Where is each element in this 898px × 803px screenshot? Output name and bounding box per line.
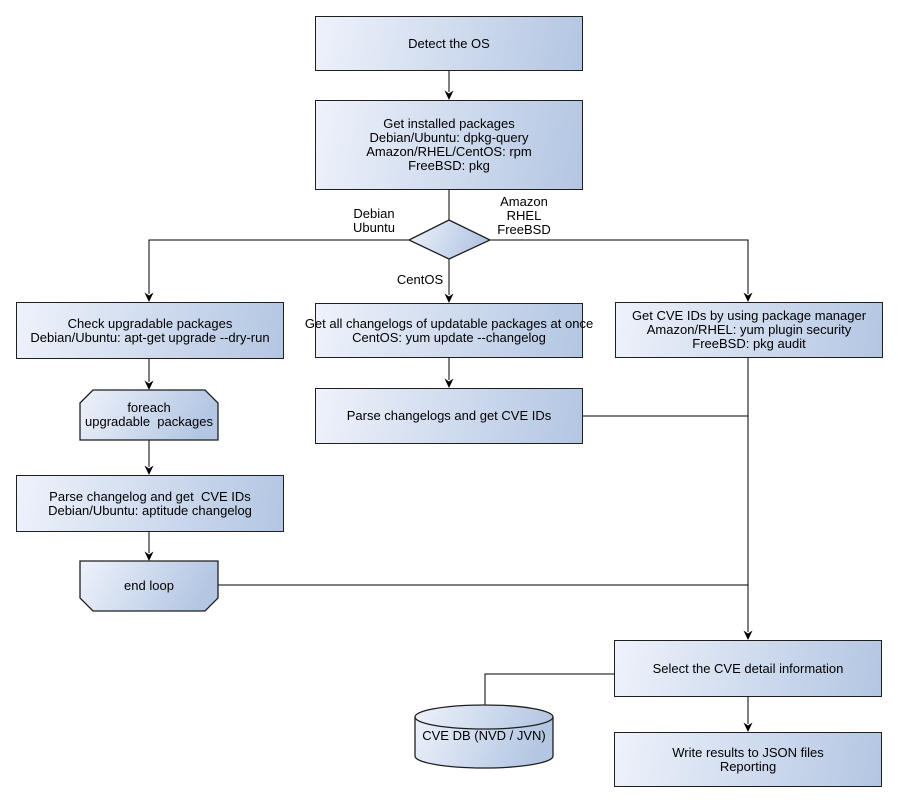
text-line: CVE DB (NVD / JVN)	[422, 727, 546, 743]
database-cylinder	[414, 704, 554, 769]
text-line: Amazon/RHEL: yum plugin security	[646, 322, 852, 337]
text-line: Amazon/RHEL/CentOS: rpm	[366, 144, 532, 159]
text-line: Get all changelogs of updatable packages…	[304, 315, 594, 331]
edge-label-centos: CentOS	[394, 273, 446, 287]
text-line: upgradable packages	[85, 414, 213, 429]
node-text: Parse changelogs and get CVE IDs	[347, 409, 552, 423]
arrowhead-into-parse-left	[144, 465, 154, 475]
loop-end-shape	[79, 560, 219, 612]
arrowhead-into-check-upgradable	[144, 292, 154, 302]
text-line: Detect the OS	[408, 35, 490, 51]
node-get-all-changelogs: Get all changelogs of updatable packages…	[305, 303, 593, 358]
connector-decision-to-check-upgradable	[148, 239, 409, 294]
text-line: Debian/Ubuntu: apt-get upgrade --dry-run	[30, 329, 270, 345]
arrowhead-into-get-cve-ids	[743, 292, 753, 302]
decision-diamond	[407, 219, 492, 260]
node-select-cve-detail: Select the CVE detail information	[614, 640, 882, 697]
connector-decision-to-get-cve-ids	[490, 239, 749, 294]
arrowhead-into-parse-mid	[444, 378, 454, 388]
text-line: Write results to JSON files	[672, 744, 824, 760]
node-detect-os: Detect the OS	[315, 16, 583, 71]
node-text: Select the CVE detail information	[652, 660, 844, 676]
text-line: CentOS	[396, 272, 444, 287]
database-cylinder-rim	[414, 716, 554, 730]
text-line: Select the CVE detail information	[652, 660, 844, 676]
arrowhead-into-endloop	[144, 551, 154, 561]
text-line: Reporting	[719, 758, 777, 774]
text-line: Amazon	[500, 194, 548, 209]
node-text: CVE DB (NVD / JVN)	[422, 727, 546, 743]
node-text: Get all changelogs of updatable packages…	[304, 315, 594, 345]
text-line: foreach	[127, 400, 171, 415]
arrowhead-into-write	[743, 722, 753, 732]
text-line: Debian/Ubuntu: dpkg-query	[369, 130, 529, 145]
arrowhead-into-installed	[444, 90, 454, 100]
node-text: end loop	[124, 579, 174, 593]
text-line: Ubuntu	[353, 220, 395, 235]
text-line: CentOS: yum update --changelog	[352, 329, 546, 345]
text-line: Debian	[353, 206, 395, 221]
node-end-loop: end loop	[80, 561, 218, 611]
text-line: FreeBSD: pkg audit	[692, 336, 806, 351]
text-line: Debian/Ubuntu: aptitude changelog	[48, 502, 252, 518]
arrowhead-into-get-changelogs	[444, 293, 454, 303]
node-text: Detect the OS	[408, 35, 490, 51]
text-line: Parse changelog and get CVE IDs	[49, 488, 251, 504]
text-line: Get installed packages	[383, 116, 515, 131]
node-cve-db: CVE DB (NVD / JVN)	[415, 708, 553, 763]
loop-start-shape	[79, 389, 219, 441]
arrowhead-into-foreach	[144, 380, 154, 390]
text-line: FreeBSD: pkg	[408, 158, 490, 173]
text-line: Parse changelogs and get CVE IDs	[346, 408, 552, 423]
text-line: RHEL	[506, 208, 542, 223]
arrowhead-into-select	[743, 630, 753, 640]
text-line: Check upgradable packages	[67, 315, 233, 331]
text-line: Get CVE IDs by using package manager	[631, 308, 867, 323]
connector-cvedb-to-select	[484, 673, 614, 705]
node-parse-changelogs-centos: Parse changelogs and get CVE IDs	[315, 388, 583, 444]
text-line: FreeBSD	[497, 222, 551, 237]
text-line: end loop	[124, 578, 174, 593]
